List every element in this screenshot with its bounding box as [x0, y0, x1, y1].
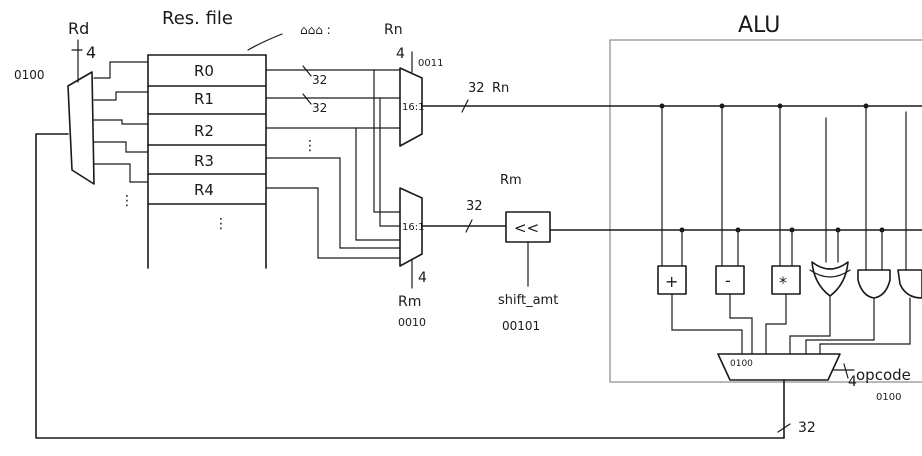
ellipsis: ⋮ [214, 216, 228, 232]
unit-output [729, 293, 753, 355]
alu-title: ALU [738, 13, 780, 38]
rm-shift-label: Rm [500, 173, 522, 188]
shift-amt-label: shift_amt [498, 293, 558, 308]
regfile-pointer [247, 33, 283, 51]
mux-bottom [399, 187, 423, 267]
multiplier-label: * [779, 273, 787, 292]
register-r2: R2 [194, 122, 214, 140]
branch-wire [379, 97, 401, 227]
shift-amt-value: 00101 [502, 319, 540, 333]
unit-output [805, 297, 875, 355]
branch-wire [373, 69, 401, 213]
branch-wire [355, 127, 401, 241]
result-bus-tick [777, 423, 791, 433]
opcode-width: 4 [848, 374, 857, 390]
branch-wire [317, 187, 401, 259]
opcode-value: 0100 [876, 392, 901, 403]
subtractor-label: - [725, 271, 731, 290]
shifter-label: << [514, 219, 539, 237]
decoder-output [93, 163, 149, 183]
ellipsis: ⋮ [303, 138, 317, 154]
decoder-output [93, 91, 149, 101]
result-bus-width: 32 [798, 420, 816, 436]
rn-bus-tick [461, 99, 469, 113]
xor-gate-icon [811, 261, 849, 297]
decoder-output [93, 61, 149, 79]
bus-width-r1: 32 [312, 101, 327, 115]
unit-output [671, 293, 743, 355]
opcode-label: opcode [856, 366, 911, 384]
mux-select-glyphs: ⌂⌂⌂ : [300, 23, 331, 37]
mux-top [399, 67, 423, 147]
rd-width: 4 [86, 43, 96, 62]
rn-bus-width: 32 [468, 81, 485, 96]
mux-bottom-label: 16:1 [402, 222, 424, 233]
rd-label: Rd [68, 19, 89, 38]
register-r4: R4 [194, 181, 214, 199]
adder-label: + [665, 272, 678, 291]
branch-wire [339, 157, 401, 249]
bus-width-r0: 32 [312, 73, 327, 87]
xor-gate-arc [809, 269, 851, 278]
alu-box [609, 39, 922, 383]
rn-bus-label: Rn [492, 81, 509, 96]
ellipsis: ⋮ [120, 193, 134, 209]
unit-output [789, 295, 831, 355]
decoder-output [93, 119, 149, 125]
mux-top-label: 16:1 [402, 102, 424, 113]
rd-decoder [67, 71, 95, 185]
register-r0: R0 [194, 62, 214, 80]
unit-output [819, 297, 911, 355]
or-gate-icon [897, 269, 922, 299]
opcode-tick [843, 363, 849, 379]
rm-bus-width: 32 [466, 199, 483, 214]
rn-select-label: Rn [384, 22, 403, 38]
alu-taps [659, 103, 907, 271]
decoder-output [93, 141, 149, 153]
rm-select-width: 4 [418, 270, 427, 286]
writeback-wire [35, 133, 785, 439]
regfile-title: Res. file [162, 8, 233, 29]
rm-select-value: 0010 [398, 316, 426, 329]
result-mux [717, 353, 841, 381]
rm-select-label: Rm [398, 294, 421, 310]
and-gate-icon [857, 269, 891, 299]
register-r3: R3 [194, 152, 214, 170]
rn-select-width: 4 [396, 46, 405, 62]
register-r1: R1 [194, 90, 214, 108]
bus-tick [302, 93, 312, 105]
rd-value: 0100 [14, 68, 45, 82]
bus-tick [302, 65, 312, 77]
unit-output [765, 293, 787, 355]
rn-select-value: 0011 [418, 58, 443, 69]
result-mux-label: 0100 [730, 359, 753, 369]
rm-bus-tick [465, 219, 473, 233]
